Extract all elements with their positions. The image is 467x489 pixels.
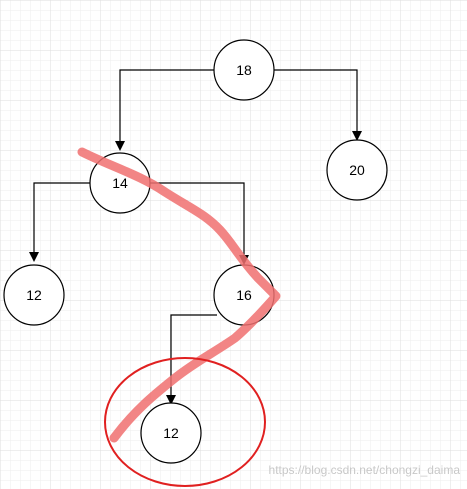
tree-node-18[interactable]: 18 — [213, 39, 275, 101]
tree-node-20[interactable]: 20 — [326, 139, 388, 201]
edges — [29, 69, 362, 405]
tree-node-16[interactable]: 16 — [213, 264, 275, 326]
nodes: 18 20 14 12 16 12 — [3, 39, 388, 464]
node-label-12-bottom: 12 — [163, 425, 179, 441]
edge-14-to-16 — [150, 182, 249, 265]
tree-node-14[interactable]: 14 — [89, 152, 151, 214]
node-label-14: 14 — [112, 175, 128, 191]
tree-node-12-bottom[interactable]: 12 — [140, 402, 202, 464]
tree-node-12-left[interactable]: 12 — [3, 264, 65, 326]
edge-16-to-12 — [166, 314, 217, 405]
red-ellipse-icon — [104, 357, 266, 487]
node-label-20: 20 — [349, 162, 365, 178]
node-label-16: 16 — [236, 287, 252, 303]
watermark: https://blog.csdn.net/chongzi_daima — [269, 463, 461, 477]
edge-18-to-20 — [274, 69, 362, 141]
edge-14-to-12 — [29, 182, 90, 262]
edge-18-to-14 — [115, 69, 214, 151]
node-label-18: 18 — [236, 62, 252, 78]
node-label-12-left: 12 — [26, 287, 42, 303]
highlight-path — [77, 147, 281, 443]
